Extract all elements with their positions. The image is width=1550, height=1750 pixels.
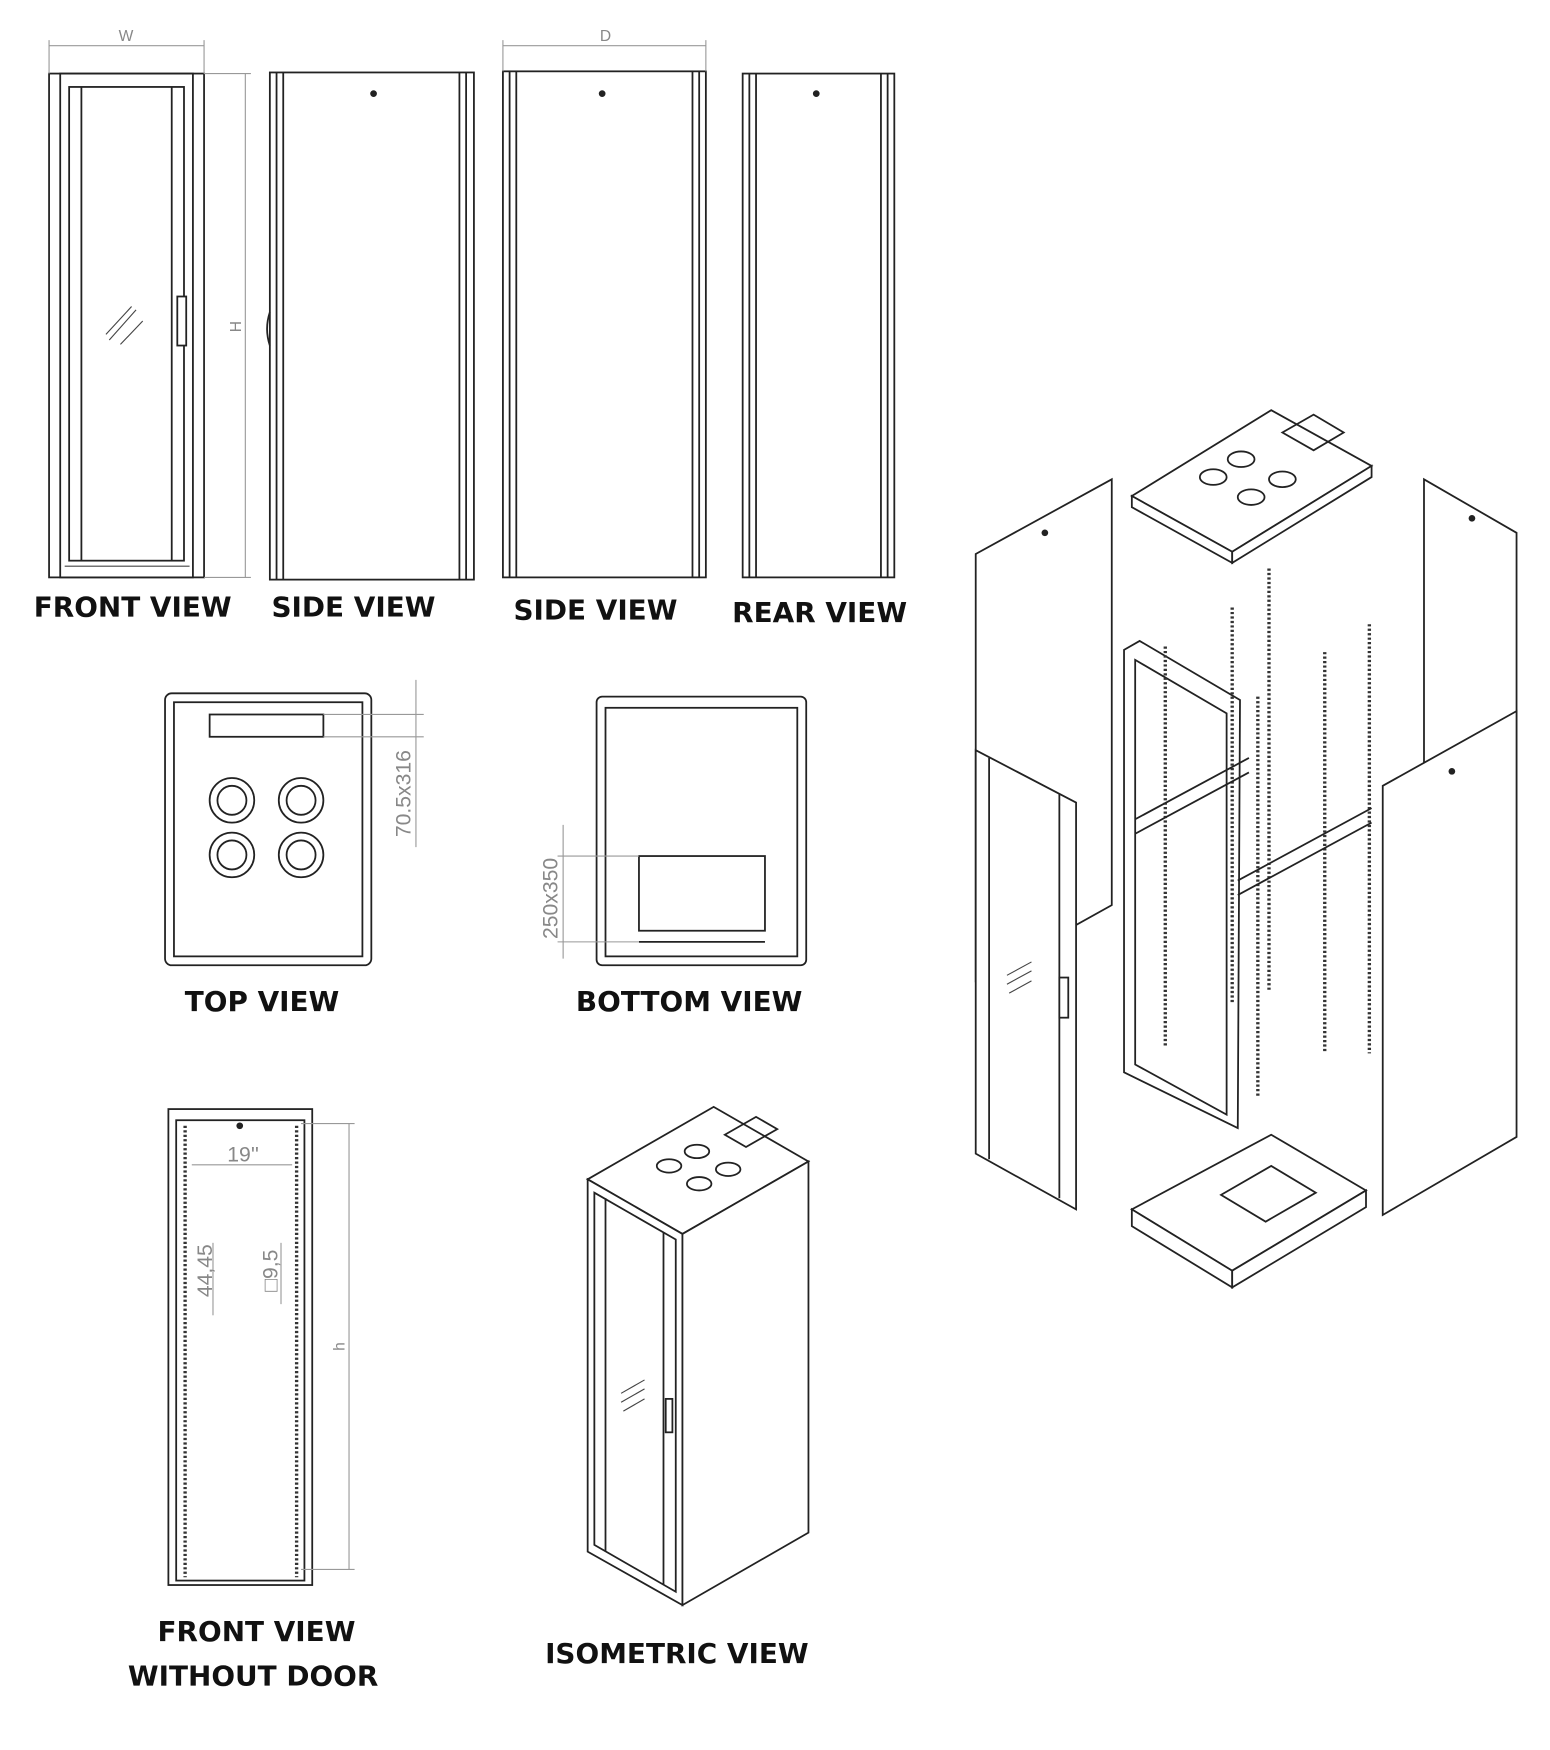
front-door [974, 748, 1077, 1211]
side-view-2-drawing: D [502, 28, 707, 579]
height-dimension-label: H [228, 321, 245, 332]
top-roof [1130, 409, 1374, 565]
front-view-label: FRONT VIEW [34, 590, 232, 623]
rear-view-label: REAR VIEW [732, 596, 907, 629]
right-side-panel [1381, 709, 1518, 1217]
usable-height-dimension-label: h [332, 1342, 349, 1351]
side-view-1-label: SIDE VIEW [271, 590, 435, 623]
top-view-drawing: 70.5x316 [164, 679, 424, 967]
width-dimension-label: W [119, 28, 134, 45]
side-view-2-label: SIDE VIEW [513, 594, 677, 627]
top-cutout-dimension-label: 70.5x316 [392, 750, 415, 837]
bottom-view-label: BOTTOM VIEW [576, 985, 802, 1018]
bottom-plinth [1130, 1133, 1368, 1290]
side-view-1-drawing [266, 71, 475, 581]
rear-view-drawing [741, 72, 896, 579]
frame [1123, 568, 1373, 1130]
square-hole-dimension-label: □9,5 [260, 1250, 283, 1292]
front-view-drawing: W H [48, 28, 251, 579]
unit-pitch-dimension-label: 44,45 [194, 1244, 217, 1297]
exploded-view-drawing [974, 409, 1518, 1290]
bottom-cutout-dimension-label: 250x350 [540, 858, 563, 939]
rail-width-dimension-label: 19'' [227, 1143, 259, 1166]
front-view-without-door-label-line1: FRONT VIEW [158, 1615, 356, 1648]
isometric-view-drawing [585, 1105, 811, 1607]
top-view-label: TOP VIEW [185, 985, 340, 1018]
bottom-view-drawing: 250x350 [540, 695, 808, 967]
front-view-without-door-drawing: 19'' 44,45 □9,5 h [167, 1108, 355, 1586]
depth-dimension-label: D [600, 28, 611, 45]
isometric-view-label: ISOMETRIC VIEW [545, 1637, 809, 1670]
front-view-without-door-label-line2: WITHOUT DOOR [128, 1659, 378, 1692]
